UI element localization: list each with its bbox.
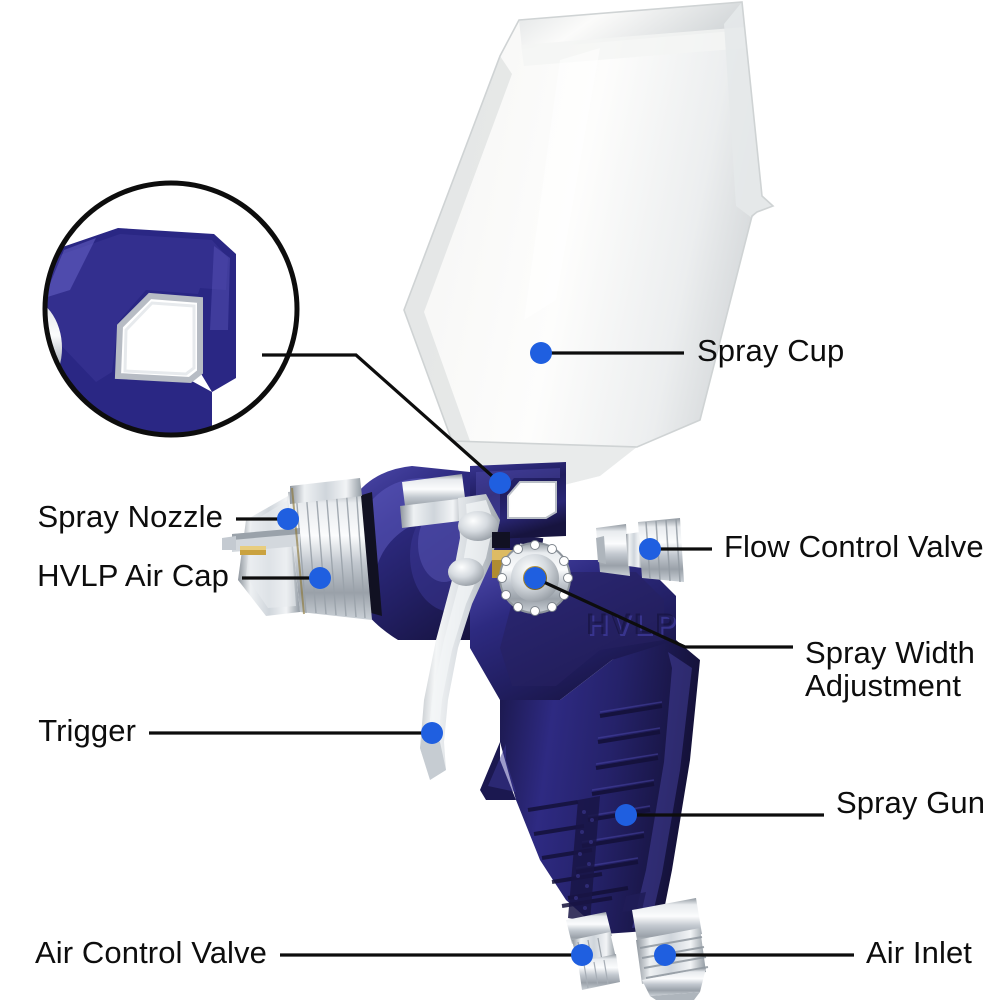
callout-label-spray-nozzle: Spray Nozzle <box>37 499 223 534</box>
callout-label-air-control-valve: Air Control Valve <box>35 935 267 970</box>
callout-label-flow-control-valve: Flow Control Valve <box>724 529 984 564</box>
callout-label-spray-width-adjustment: Spray Width Adjustment <box>805 635 975 703</box>
callout-label-hvlp-air-cap: HVLP Air Cap <box>37 558 229 593</box>
callout-label-spray-cup: Spray Cup <box>697 333 845 368</box>
callout-label-spray-gun: Spray Gun <box>836 785 986 820</box>
callout-label-trigger: Trigger <box>38 713 136 748</box>
callout-label-air-inlet: Air Inlet <box>866 935 972 970</box>
